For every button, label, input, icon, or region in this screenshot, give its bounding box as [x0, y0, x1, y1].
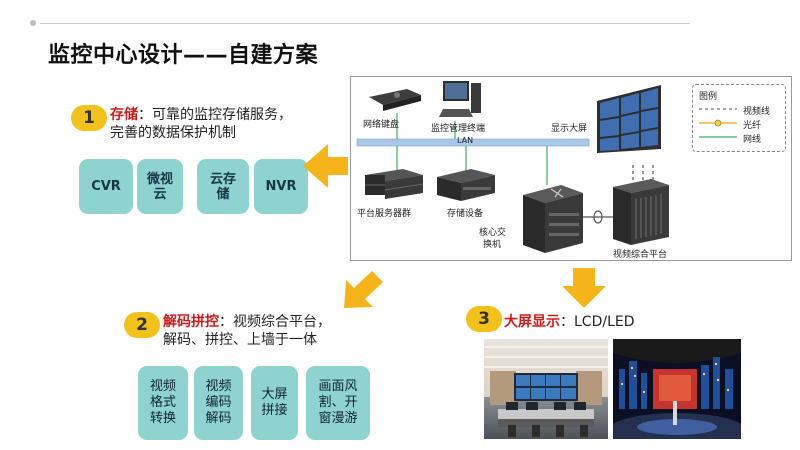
arrow-down-icon	[562, 268, 606, 308]
server-group-icon	[365, 169, 424, 199]
label-lan: LAN	[457, 136, 474, 145]
label-management-terminal: 监控管理终端	[431, 124, 486, 134]
video-wall-icon	[597, 85, 661, 153]
label-video-platform: 视频综合平台	[613, 250, 668, 260]
network-keyboard-icon	[369, 89, 421, 111]
diagram-legend: 图例 视频线 光纤 网线	[692, 84, 786, 152]
section2-line2: 解码、拼控、上墙于一体	[163, 332, 317, 348]
box-micro-cloud: 微视 云	[137, 159, 183, 214]
legend-title: 图例	[699, 92, 718, 102]
section3-badge: 3	[466, 306, 502, 332]
box-format-conversion: 视频 格式 转换	[138, 366, 188, 440]
box-screen-splicing: 大屏 拼接	[251, 366, 298, 440]
section1-highlight: 存储	[110, 107, 138, 123]
control-room-photo	[484, 339, 608, 439]
network-diagram: 网络键盘 监控管理终端 显示大屏 LAN 平台服务器群 存储设备 核心交 换机 …	[350, 76, 792, 261]
section3-suffix: ：LCD/LED	[560, 314, 635, 330]
core-switch-icon	[523, 185, 583, 253]
section2-line1: ：视频综合平台，	[219, 314, 331, 330]
video-platform-icon	[613, 179, 669, 245]
slide-title: 监控中心设计——自建方案	[48, 43, 319, 68]
section2-badge: 2	[124, 312, 160, 338]
led-studio-photo	[613, 339, 741, 439]
arrow-left-icon	[303, 144, 348, 188]
box-nvr: NVR	[254, 159, 308, 214]
legend-swatches	[699, 108, 737, 138]
box-cloud-storage: 云存 储	[197, 159, 249, 214]
header-rule	[40, 23, 690, 24]
label-core-switch-line2: 换机	[483, 240, 502, 250]
label-display-screen: 显示大屏	[551, 124, 588, 134]
section3-text: 大屏显示：LCD/LED	[504, 313, 635, 331]
label-storage-device: 存储设备	[447, 209, 484, 219]
section1-text: 存储：可靠的监控存储服务， 完善的数据保护机制	[110, 106, 292, 142]
storage-device-icon	[437, 169, 495, 201]
section1-line1: ：可靠的监控存储服务，	[138, 107, 292, 123]
label-core-switch: 核心交 换机	[479, 227, 506, 251]
legend-video-line: 视频线	[743, 107, 771, 117]
section2-text: 解码拼控：视频综合平台， 解码、拼控、上墙于一体	[163, 313, 331, 349]
box-encode-decode: 视频 编码 解码	[194, 366, 243, 440]
legend-fiber: 光纤	[743, 121, 762, 131]
box-window-roaming: 画面风 割、开 窗漫游	[306, 366, 370, 440]
label-server-group: 平台服务器群	[357, 209, 412, 219]
box-cvr: CVR	[79, 159, 133, 214]
section1-badge: 1	[71, 105, 107, 131]
label-core-switch-line1: 核心交	[479, 228, 507, 238]
header-dot	[30, 20, 36, 26]
section2-highlight: 解码拼控	[163, 314, 219, 330]
terminal-icon	[439, 81, 481, 117]
arrow-down-left-icon	[344, 271, 383, 308]
section3-highlight: 大屏显示	[504, 314, 560, 330]
legend-network-cable: 网线	[743, 135, 762, 145]
section1-line2: 完善的数据保护机制	[110, 125, 236, 141]
label-network-keyboard: 网络键盘	[363, 120, 400, 130]
